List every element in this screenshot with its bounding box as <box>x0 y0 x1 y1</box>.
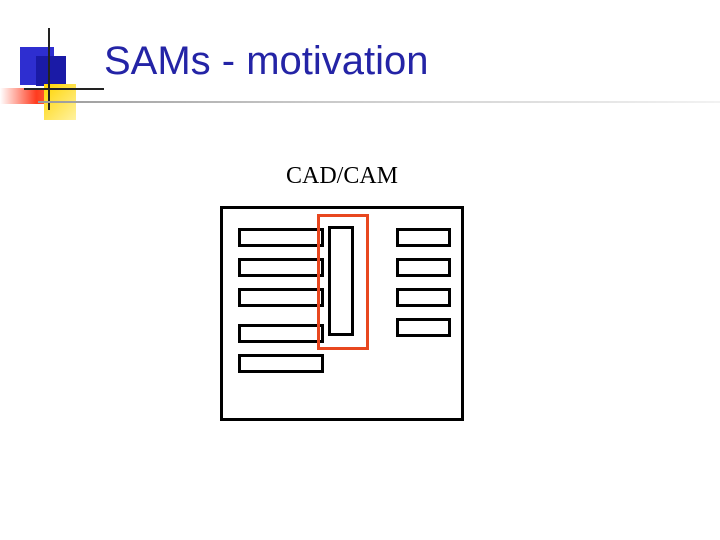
logo-red-bar <box>0 88 52 104</box>
title-divider <box>38 101 720 103</box>
logo-horizontal-line <box>24 88 104 90</box>
left-bar-3 <box>238 288 324 307</box>
middle-vertical-bar <box>328 226 354 336</box>
left-bar-5 <box>238 354 324 373</box>
logo-vertical-line <box>48 28 50 110</box>
right-bar-1 <box>396 228 451 247</box>
right-bar-2 <box>396 258 451 277</box>
diagram-label: CAD/CAM <box>286 163 399 189</box>
slide-title: SAMs - motivation <box>104 39 429 83</box>
logo-dark-blue-square <box>36 56 66 86</box>
corner-logo <box>0 0 110 130</box>
right-bar-4 <box>396 318 451 337</box>
application-frame <box>220 206 464 421</box>
left-bar-4 <box>238 324 324 343</box>
right-bar-3 <box>396 288 451 307</box>
left-bar-1 <box>238 228 324 247</box>
highlight-box <box>317 214 369 350</box>
left-bar-2 <box>238 258 324 277</box>
